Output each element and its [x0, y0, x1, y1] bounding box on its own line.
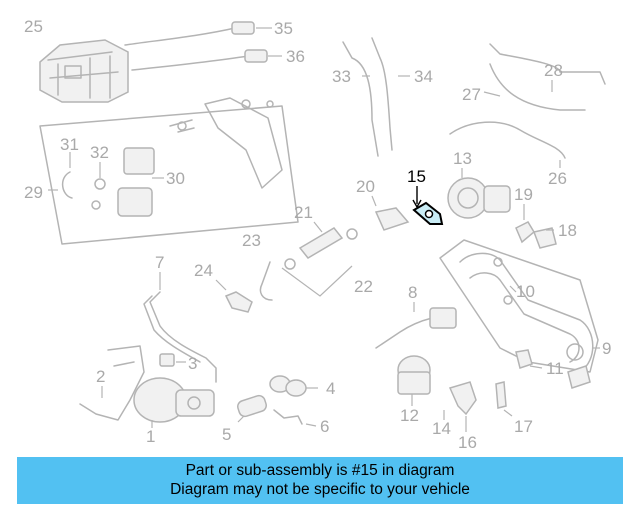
callout-35: 35	[274, 19, 293, 38]
part-15-gasket	[412, 186, 444, 225]
part-7-hose	[143, 272, 217, 383]
callout-16: 16	[458, 433, 477, 452]
callout-6: 6	[320, 417, 329, 436]
callout-32: 32	[90, 143, 109, 162]
callout-18: 18	[558, 221, 577, 240]
callout-21: 21	[294, 203, 313, 222]
callout-7: 7	[155, 253, 164, 272]
callout-29: 29	[24, 183, 43, 202]
part-4-6-connectors	[269, 375, 318, 427]
bracket-arm	[204, 97, 283, 189]
callout-26: 26	[548, 169, 567, 188]
callout-17: 17	[514, 417, 533, 436]
part-31-hose	[61, 152, 73, 199]
part-20-fitting	[371, 195, 410, 231]
part-8-pipe	[375, 302, 457, 349]
callout-27: 27	[462, 85, 481, 104]
part-9-pipe	[439, 239, 600, 389]
part-17-gasket	[495, 381, 513, 417]
banner-line-2: Diagram may not be specific to your vehi…	[170, 481, 470, 498]
subassembly-box-29-32	[39, 105, 299, 245]
callout-33: 33	[332, 67, 351, 86]
callout-1: 1	[146, 427, 155, 446]
part-33-34-pipes	[342, 37, 410, 157]
part-5-connector	[237, 394, 267, 423]
info-banner: Part or sub-assembly is #15 in diagram D…	[17, 457, 623, 504]
part-3-fitting	[159, 353, 186, 367]
callout-4: 4	[326, 379, 335, 398]
callout-20: 20	[356, 177, 375, 196]
callout-9: 9	[602, 339, 611, 358]
parts-diagram: 1 2 3 4 5 6 7 8 9 10 11 12 13 14 15 16 1…	[24, 17, 611, 452]
callout-23: 23	[242, 231, 261, 250]
part-23-24-elbow	[215, 261, 273, 313]
callout-14: 14	[432, 419, 451, 438]
part-36-oxygen-sensor	[131, 49, 282, 71]
callout-13: 13	[453, 149, 472, 168]
part-35-oxygen-sensor	[124, 21, 272, 46]
callout-5: 5	[222, 425, 231, 444]
callout-19: 19	[514, 185, 533, 204]
callout-25: 25	[24, 17, 43, 36]
callout-10: 10	[516, 282, 535, 301]
callout-34: 34	[414, 67, 433, 86]
part-25-bracket	[39, 39, 129, 103]
callout-31: 31	[60, 135, 79, 154]
callout-22: 22	[354, 277, 373, 296]
callout-15: 15	[407, 167, 426, 186]
part-13-pump	[447, 168, 511, 219]
banner-line-1: Part or sub-assembly is #15 in diagram	[185, 462, 455, 479]
part-26-28-pipes	[449, 43, 606, 168]
callout-3: 3	[188, 354, 197, 373]
part-18-19-gaskets	[515, 204, 557, 249]
callout-30: 30	[166, 169, 185, 188]
part-1-air-pump	[133, 377, 215, 428]
callout-labels: 1 2 3 4 5 6 7 8 9 10 11 12 13 14 15 16 1…	[24, 17, 611, 452]
part-22-bracket-lines	[281, 258, 353, 297]
part-12-valve	[397, 355, 431, 406]
part-14-16-fitting	[443, 381, 477, 432]
callout-2: 2	[96, 367, 105, 386]
part-2-bracket	[79, 345, 145, 421]
callout-24: 24	[194, 261, 213, 280]
part-32-clamp	[91, 162, 106, 210]
part-30-valve	[117, 119, 195, 217]
part-21-hose	[298, 221, 358, 259]
callout-12: 12	[400, 406, 419, 425]
callout-11: 11	[546, 359, 564, 378]
callout-28: 28	[544, 61, 563, 80]
callout-36: 36	[286, 47, 305, 66]
callout-8: 8	[408, 283, 417, 302]
